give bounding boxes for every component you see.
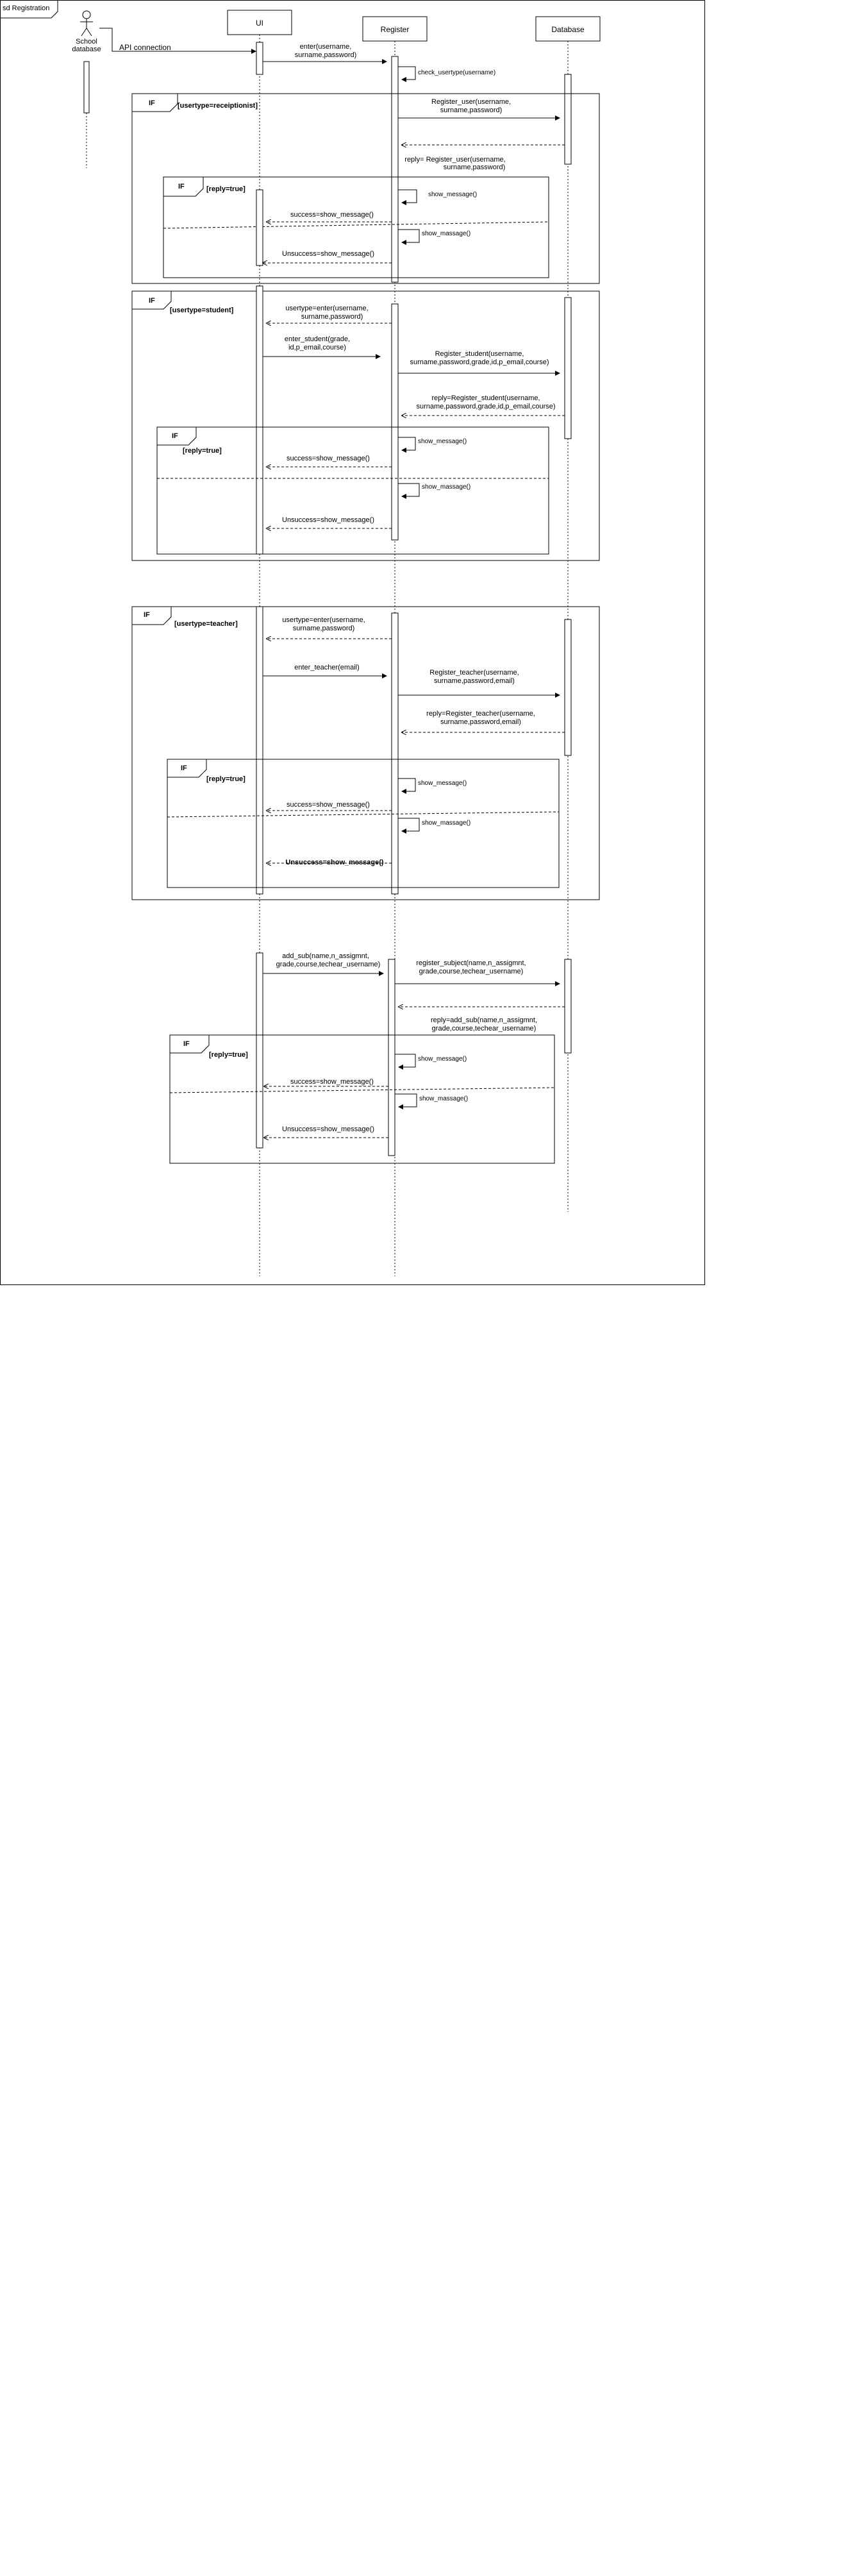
msg-show-1: show_message() [428,191,477,198]
database-activation-4 [564,959,572,1054]
msg-success-2: success=show_message() [287,455,370,462]
register-activation-1 [391,56,399,283]
msg-success-4: success=show_message() [290,1078,374,1086]
msg-register-subject-line2: grade,course,techear_username) [419,968,524,975]
msg-unsuccess-2: Unsuccess=show_message() [282,516,374,524]
section-teacher: IF [usertype=teacher] usertype=enter(use… [131,606,600,900]
api-connection-message: API connection [99,28,256,54]
register-activation-3 [391,612,399,895]
inner-guard: [reply=true] [206,775,245,783]
ui-activation-2 [256,285,263,555]
inner-label: IF [181,764,187,772]
msg-check-usertype: check_usertype(username) [418,69,495,76]
msg-add-sub-line1: add_sub(name,n_assigmnt, [282,952,369,960]
actor-label-line2: database [72,46,101,53]
section-add-subject: add_sub(name,n_assigmnt, grade,course,te… [169,952,572,1164]
diagram-frame: sd Registration [0,0,705,1285]
msg-reply-line2: surname,password) [444,164,506,171]
fragment-label: IF [144,611,150,619]
fragment-guard: [usertype=student] [170,307,234,314]
ui-activation-3 [256,606,263,895]
actor-label-line1: School [76,38,97,46]
lifeline-database-label: Database [551,25,585,34]
fragment-guard: [usertype=teacher] [174,620,238,628]
section-student: IF [usertype=student] usertype=enter(use… [131,285,600,561]
inner-label: IF [178,183,185,190]
database-activation-1 [564,74,572,165]
actor-school-database: School database [72,10,101,168]
msg-show-2: show_massage() [419,1095,468,1102]
msg-reply-student-line1: reply=Register_student(username, [431,394,540,402]
msg-enter-student-line2: id,p_email,course) [288,344,346,351]
msg-enter-line2: surname,password) [295,51,357,59]
msg-show-2: show_massage() [422,484,470,491]
msg-success-3: success=show_message() [287,801,370,809]
register-activation-4 [388,959,395,1156]
msg-enter-line1: enter(username, [300,43,352,51]
msg-enter-teacher: enter_teacher(email) [294,664,360,671]
msg-register-user-line1: Register_user(username, [431,98,511,106]
msg-success-1: success=show_message() [290,211,374,219]
ui-activation-4 [256,952,263,1149]
fragment-if-student: IF [usertype=student] [131,290,600,561]
frame-title: sd Registration [3,4,49,12]
msg-enter-student-line1: enter_student(grade, [285,335,350,343]
msg-add-sub-line2: grade,course,techear_username) [276,961,381,968]
msg-reply-student-line2: surname,password,grade,id,p_email,course… [416,403,555,410]
msg-usertype-enter-line1: usertype=enter(username, [285,305,368,312]
msg-reply-add-sub-line1: reply=add_sub(name,n_assigmnt, [431,1016,537,1024]
inner-guard: [reply=true] [206,185,245,193]
msg-register-student-line2: surname,password,grade,id,p_email,course… [410,358,549,366]
ui-activation-1 [256,42,263,75]
msg-reply-add-sub-line2: grade,course,techear_username) [432,1025,537,1032]
actor-stick-figure-icon [80,10,93,37]
fragment-if-reply-true-3: IF [reply=true] [167,759,560,888]
actor-activation [83,61,90,114]
msg-register-subject-line1: register_subject(name,n_assigmnt, [416,959,526,967]
inner-guard: [reply=true] [209,1051,248,1059]
msg-usertype-enter-line2: surname,password) [301,313,363,321]
inner-guard: [reply=true] [183,447,222,455]
msg-reply-teacher-line1: reply=Register_teacher(username, [426,710,535,718]
msg-reply-line1: reply= Register_user(username, [404,156,505,164]
msg-show-1: show_message() [418,438,467,445]
fragment-label: IF [149,99,155,107]
lifeline-ui-label: UI [256,19,263,28]
msg-show-1: show_message() [418,780,467,787]
msg-show-2: show_massage() [422,820,470,827]
inner-label: IF [172,432,178,440]
msg-reply-teacher-line2: surname,password,email) [440,718,521,726]
section-receptionist: enter(username, surname,password) check_… [131,42,600,284]
fragment-if-reply-true-4: IF [reply=true] [169,1034,555,1164]
msg-show-2: show_massage() [422,230,470,237]
msg-usertype-enter-line2: surname,password) [293,625,355,632]
register-activation-2 [391,303,399,541]
fragment-if-receptionist: IF [usertype=receiptionist] [131,93,600,284]
msg-register-user-line2: surname,password) [440,106,503,114]
database-activation-3 [564,619,572,756]
msg-unsuccess-1: Unsuccess=show_message() [282,250,374,258]
lifeline-ui: UI [227,10,292,1276]
msg-register-teacher-line1: Register_teacher(username, [429,669,519,677]
msg-unsuccess-4: Unsuccess=show_message() [282,1125,374,1133]
api-connection-label: API connection [119,43,171,52]
msg-show-1: show_message() [418,1056,467,1063]
database-activation-2 [564,297,572,439]
msg-usertype-enter-line1: usertype=enter(username, [282,616,365,624]
fragment-if-reply-true-2: IF [reply=true] [156,426,549,555]
lifeline-register-label: Register [381,25,410,34]
msg-unsuccess-3: Unsuccess=show_message() [285,859,383,866]
inner-label: IF [183,1040,190,1048]
fragment-guard: [usertype=receiptionist] [178,102,258,110]
msg-register-teacher-line2: surname,password,email) [434,677,515,685]
msg-register-student-line1: Register_student(username, [435,350,524,358]
fragment-if-teacher: IF [usertype=teacher] [131,606,600,900]
fragment-if-reply-true-1: IF [reply=true] [163,176,549,278]
fragment-label: IF [149,297,155,305]
ui-activation-1b [256,189,263,266]
